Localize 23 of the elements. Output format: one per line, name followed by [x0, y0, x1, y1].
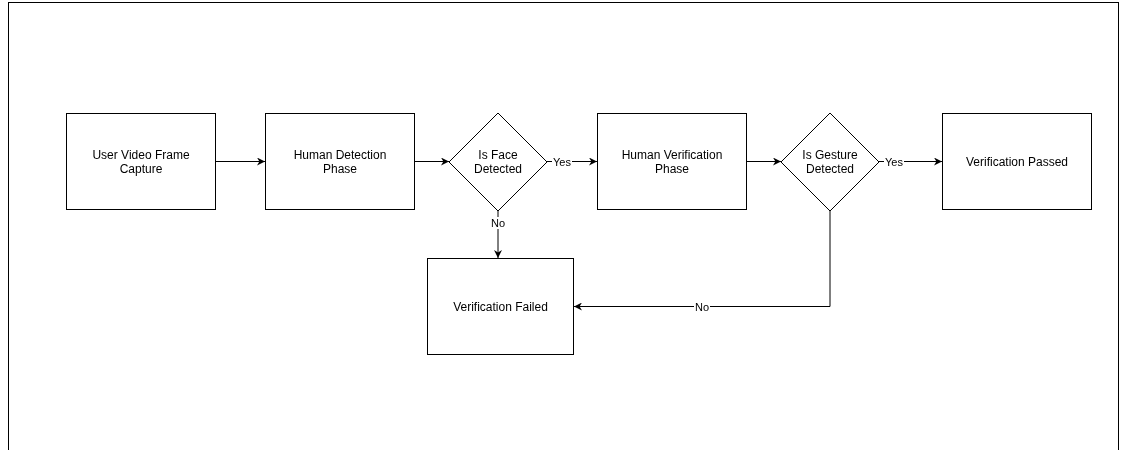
node-label: Verification Failed — [452, 299, 549, 314]
decision-diamond — [449, 112, 547, 211]
decision-diamond — [781, 112, 879, 211]
edge-label: Yes — [552, 155, 572, 168]
node-label: Human Verification Phase — [620, 147, 724, 176]
node-label: Human Detection Phase — [292, 147, 388, 176]
edge-label: Yes — [884, 155, 904, 168]
node-label: Is Gesture Detected — [801, 147, 859, 176]
process-box — [597, 113, 747, 210]
edge-label: No — [693, 300, 711, 313]
arrow — [746, 157, 782, 166]
node-label: User Video Frame Capture — [91, 147, 191, 176]
process-box — [66, 113, 216, 210]
process-box — [942, 113, 1092, 210]
node-label: Verification Passed — [964, 154, 1070, 169]
process-box — [265, 113, 415, 210]
arrow — [215, 157, 266, 166]
arrow — [573, 210, 831, 311]
arrow — [878, 157, 943, 166]
arrow — [414, 157, 450, 166]
node-label: Is Face Detected — [473, 147, 523, 176]
process-box — [427, 258, 574, 355]
edge-label: No — [489, 216, 507, 229]
